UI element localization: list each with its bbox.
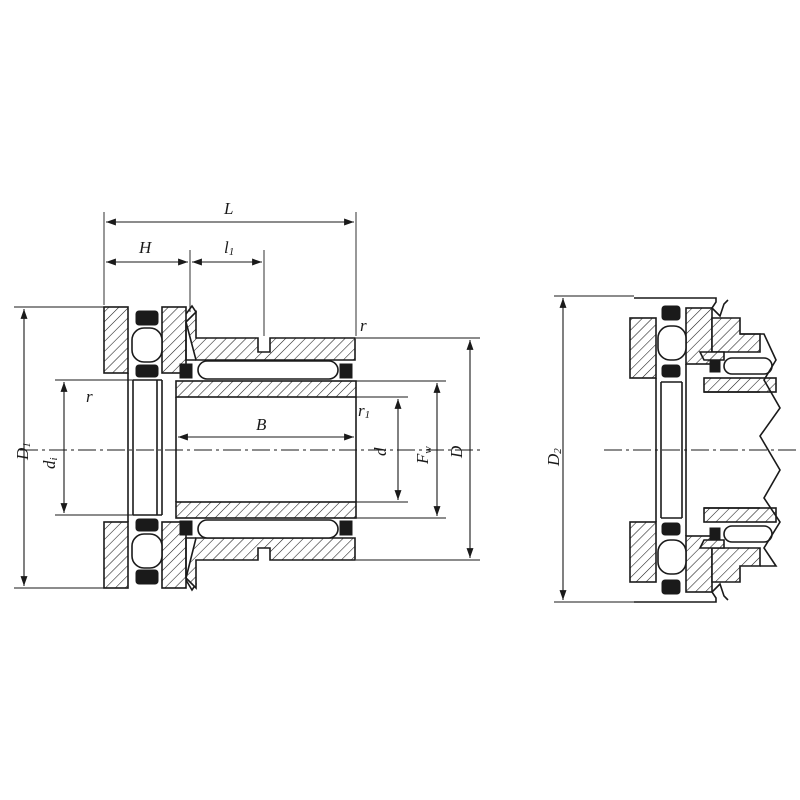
label-r-left: r: [86, 387, 93, 406]
inner-ring-bottom: [175, 501, 357, 519]
label-di: di: [40, 457, 60, 469]
label-L: L: [223, 199, 233, 218]
label-r-top: r: [360, 316, 367, 335]
label-d: d: [371, 447, 390, 456]
mounted-view: D2: [544, 295, 800, 603]
label-Fw: Fw: [413, 446, 434, 465]
label-l1: l1: [224, 238, 234, 258]
inner-ring-top: [175, 380, 357, 398]
needle-roller-bottom: [197, 519, 339, 539]
label-D: D: [447, 445, 466, 459]
label-B: B: [256, 415, 267, 434]
label-D1: D1: [13, 442, 33, 461]
thrust-washer-top: [103, 304, 197, 378]
outer-ring-bottom: [185, 537, 356, 590]
section-view: L H l1 r D1 di r B r1 d F: [13, 199, 480, 592]
thrust-washer-bottom: [103, 518, 197, 592]
outer-ring-top: [185, 310, 356, 361]
needle-roller-top: [197, 360, 339, 380]
label-H: H: [138, 238, 153, 257]
label-D2: D2: [544, 448, 564, 467]
label-r1: r1: [358, 401, 370, 421]
